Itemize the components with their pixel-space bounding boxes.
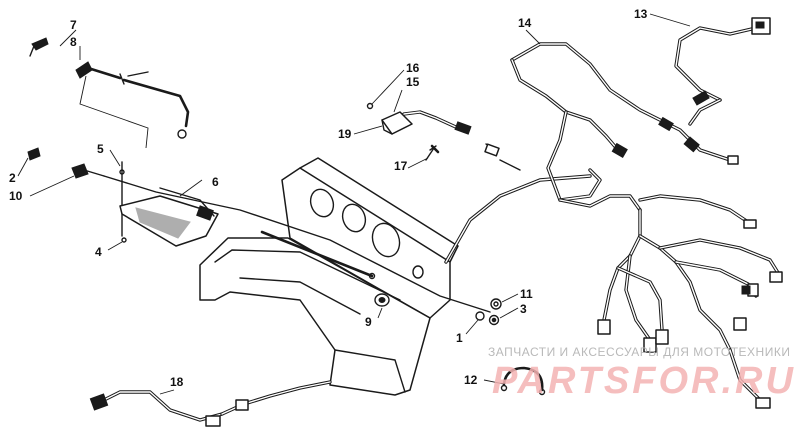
tie-ring-12 xyxy=(500,366,546,396)
callout-14: 14 xyxy=(518,16,532,30)
light-switch-assembly xyxy=(366,102,500,161)
callout-5: 5 xyxy=(97,142,104,156)
callout-10: 10 xyxy=(9,189,23,203)
callout-18: 18 xyxy=(170,375,184,389)
callout-9: 9 xyxy=(365,315,372,329)
callout-leaders xyxy=(17,13,691,395)
dash-console xyxy=(199,157,459,396)
callout-1: 1 xyxy=(456,331,463,345)
callout-8: 8 xyxy=(70,35,77,49)
cable-18 xyxy=(89,380,332,427)
main-wiring-harness xyxy=(510,42,739,212)
dash-harness-feed xyxy=(444,159,592,264)
callout-12: 12 xyxy=(464,373,478,387)
callout-11: 11 xyxy=(520,287,533,301)
callout-17: 17 xyxy=(394,159,408,173)
throttle-cable-assembly xyxy=(29,37,190,149)
callout-2: 2 xyxy=(9,171,16,185)
callout-15: 15 xyxy=(406,75,420,89)
cable-13 xyxy=(674,17,771,126)
callout-3: 3 xyxy=(520,302,527,316)
callout-13: 13 xyxy=(634,7,648,21)
watermark-tagline: ЗАПЧАСТИ И АКСЕССУАРЫ ДЛЯ МОТОТЕХНИКИ xyxy=(488,345,791,359)
callout-7: 7 xyxy=(70,18,77,32)
watermark-logo: PARTSFOR.RU xyxy=(492,360,796,402)
lower-harness-branches xyxy=(597,194,783,409)
callout-16: 16 xyxy=(406,61,420,75)
hardware-nuts xyxy=(475,298,502,326)
callout-6: 6 xyxy=(212,175,219,189)
callout-19: 19 xyxy=(338,127,352,141)
switch-plate-assembly xyxy=(27,147,491,313)
callout-4: 4 xyxy=(95,245,102,259)
